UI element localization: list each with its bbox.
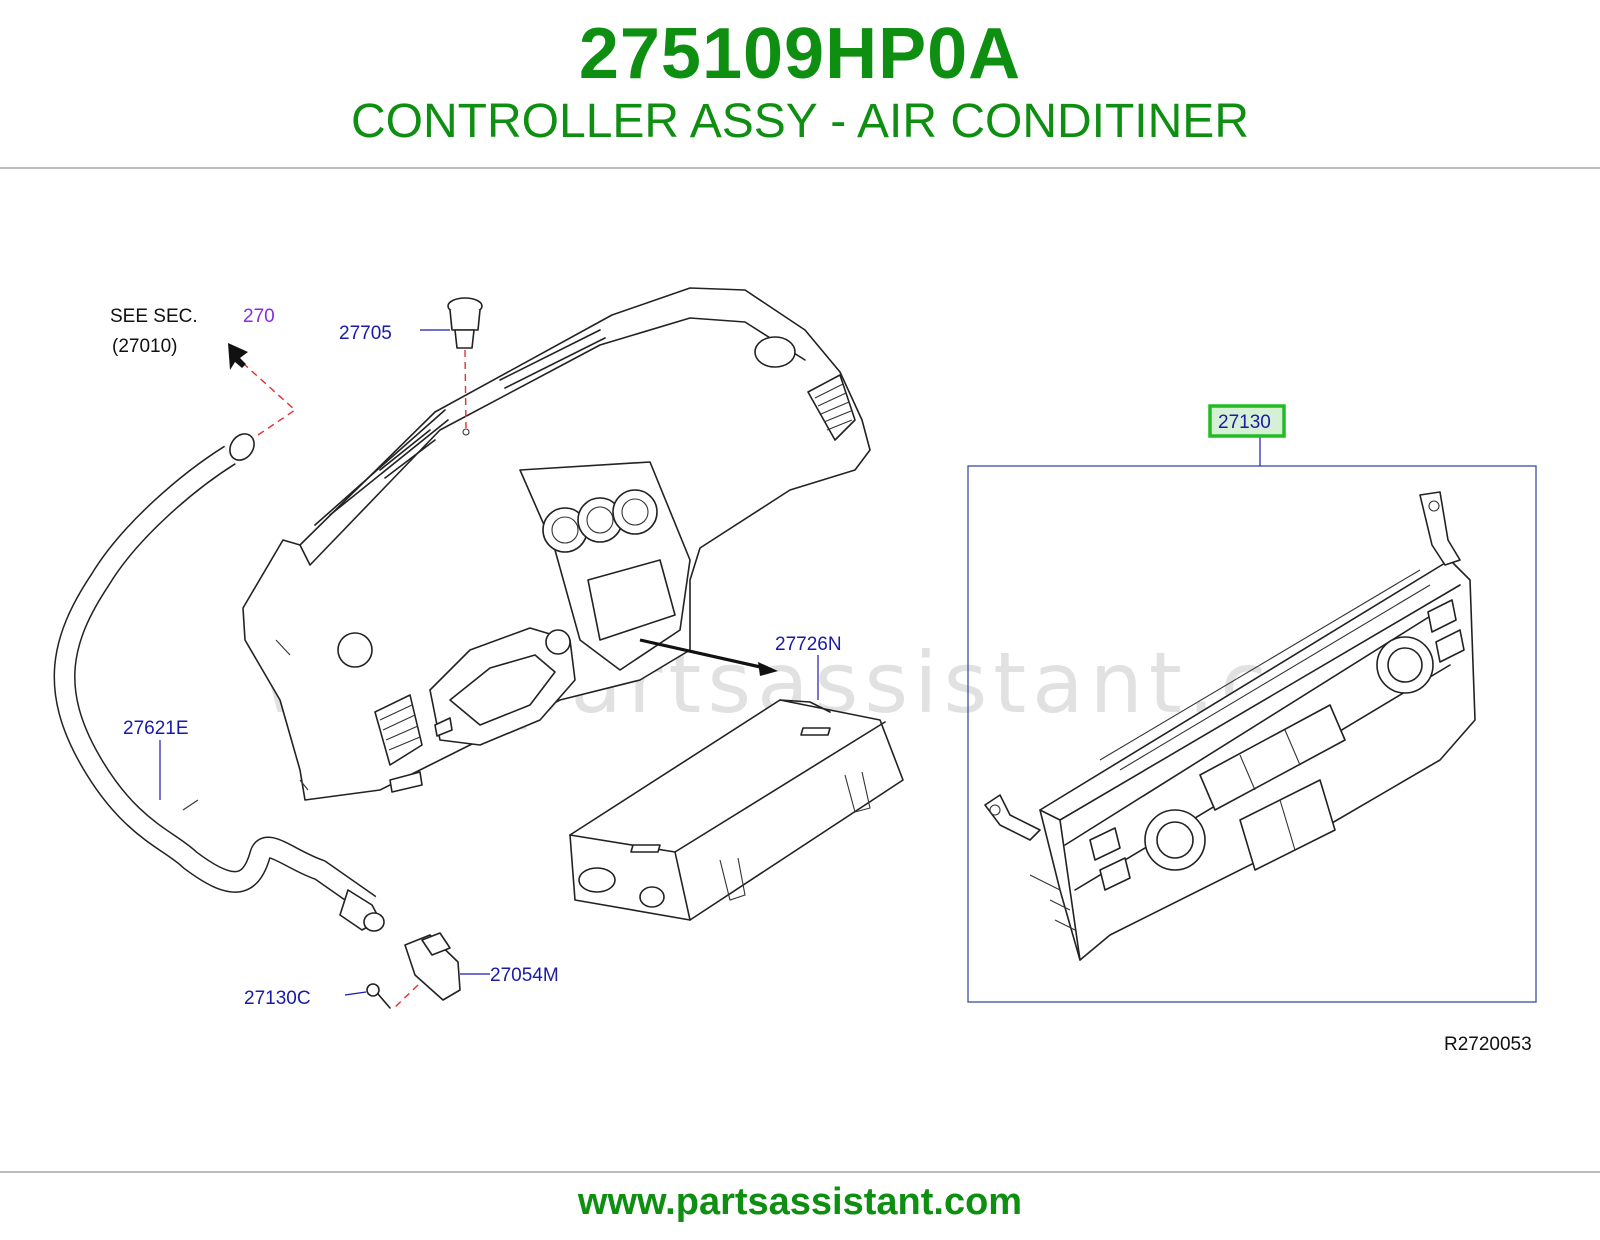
part-27130-controller-drawing (984, 491, 1476, 961)
label-27054M[interactable]: 27054M (490, 965, 559, 986)
part-27726N-unit-drawing (569, 638, 904, 921)
see-sec-ref: (27010) (112, 336, 178, 357)
part-27130C-screw-drawing (344, 983, 391, 1009)
label-27130[interactable]: 27130 (1218, 412, 1271, 433)
page-header: 275109HP0A CONTROLLER ASSY - AIR CONDITI… (0, 0, 1600, 168)
footer-site-link[interactable]: www.partsassistant.com (577, 1181, 1023, 1223)
header-divider (0, 167, 1600, 169)
part-27130-callout-box (967, 465, 1537, 1003)
label-27130-highlight (1208, 404, 1286, 438)
dashboard-panel-drawing (242, 287, 871, 801)
drawing-code: R2720053 (1444, 1034, 1532, 1055)
label-27621E[interactable]: 27621E (123, 718, 189, 739)
label-27726N[interactable]: 27726N (775, 634, 842, 655)
see-section-pointer (228, 343, 297, 436)
label-27130C[interactable]: 27130C (244, 988, 311, 1009)
footer-divider (0, 1171, 1600, 1173)
part-27054M-sensor-drawing (391, 932, 490, 1011)
part-number-title: 275109HP0A (578, 14, 1022, 94)
label-27705[interactable]: 27705 (339, 323, 392, 344)
part-27621E-hose-drawing (53, 433, 385, 932)
part-27705-drawing (420, 297, 483, 436)
see-sec-link[interactable]: 270 (243, 306, 275, 327)
see-sec-label: SEE SEC. (110, 306, 198, 327)
part-description: CONTROLLER ASSY - AIR CONDITINER (351, 95, 1249, 148)
